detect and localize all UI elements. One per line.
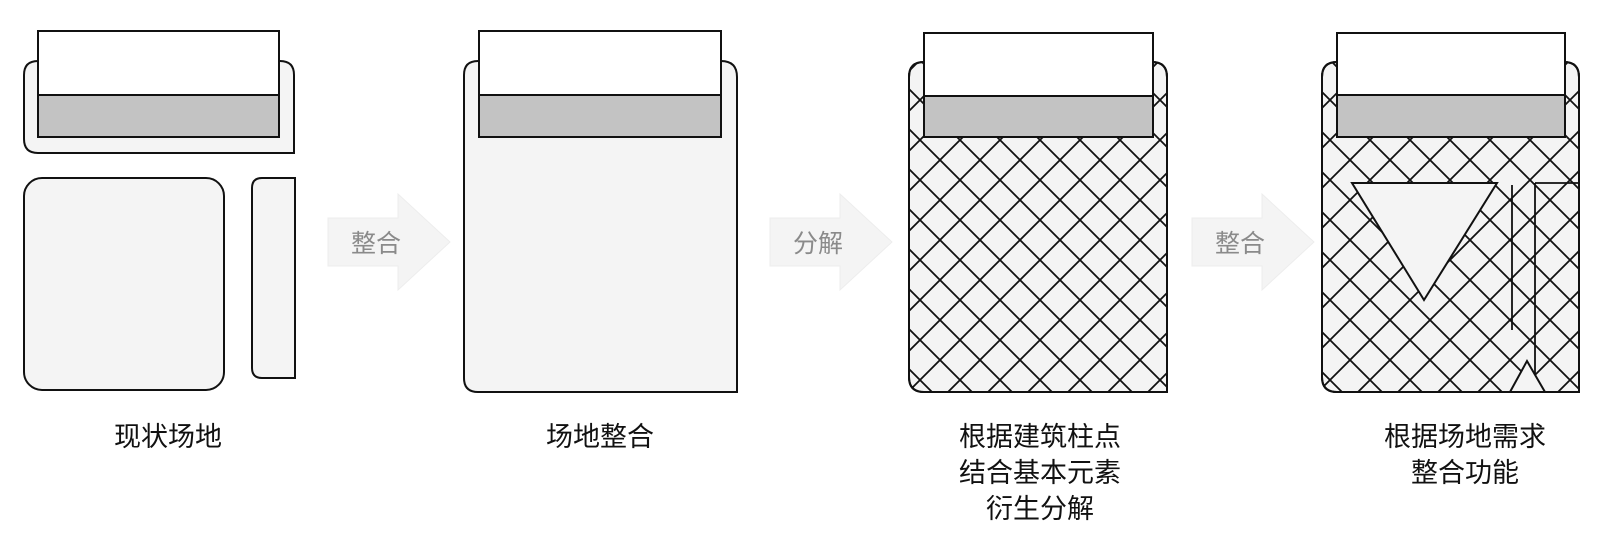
stage-4-site bbox=[1321, 32, 1580, 393]
arrow-3: 整合 bbox=[1191, 192, 1315, 292]
stage-1-left-plot bbox=[23, 177, 225, 391]
stage-2-building-band bbox=[478, 94, 722, 138]
stage-1-building-band bbox=[37, 94, 280, 138]
stage-3-site bbox=[908, 32, 1168, 393]
arrow-1: 整合 bbox=[327, 192, 451, 292]
stage-2-site bbox=[463, 30, 738, 393]
stage-3-label: 根据建筑柱点 结合基本元素 衍生分解 bbox=[959, 422, 1121, 525]
stage-2-building bbox=[478, 30, 722, 96]
stage-1-building bbox=[37, 30, 280, 96]
stage-4-label: 根据场地需求 整合功能 bbox=[1384, 422, 1546, 489]
stage-4-building-band bbox=[1336, 94, 1566, 138]
stage-1-right-strip bbox=[251, 177, 296, 379]
stage-2-label: 场地整合 bbox=[546, 422, 654, 453]
arrow-1-shape bbox=[327, 192, 451, 292]
arrow-2-label: 分解 bbox=[793, 229, 843, 258]
stage-2-plot bbox=[463, 60, 738, 393]
stage-1-label: 现状场地 bbox=[114, 422, 222, 453]
stage-3-building bbox=[923, 32, 1154, 97]
arrow-2: 分解 bbox=[769, 192, 893, 292]
stage-4-building bbox=[1336, 32, 1566, 96]
arrow-3-label: 整合 bbox=[1215, 229, 1265, 258]
arrow-1-label: 整合 bbox=[351, 229, 401, 258]
arrow-2-shape bbox=[769, 192, 893, 292]
stage-3-diamond-grid bbox=[909, 62, 1167, 392]
arrow-3-shape bbox=[1191, 192, 1315, 292]
stage-4-triangle-area bbox=[1350, 182, 1499, 302]
stage-1-site bbox=[23, 30, 296, 391]
stage-3-building-band bbox=[923, 95, 1154, 138]
